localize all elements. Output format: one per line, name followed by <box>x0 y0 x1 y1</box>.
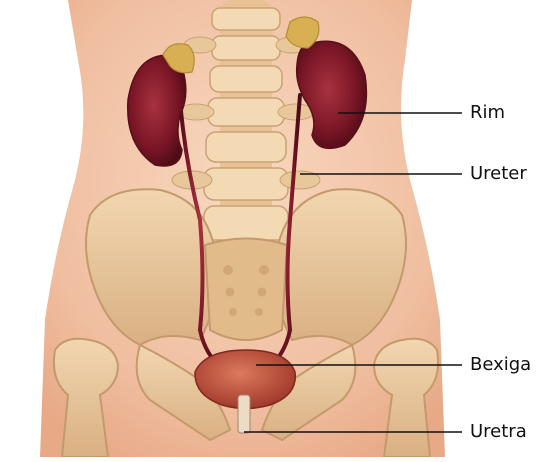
label-ureter: Ureter <box>470 165 527 183</box>
label-rim: Rim <box>470 104 505 122</box>
label-uretra: Uretra <box>470 423 527 441</box>
urethra <box>238 395 250 433</box>
label-bexiga: Bexiga <box>470 356 531 374</box>
